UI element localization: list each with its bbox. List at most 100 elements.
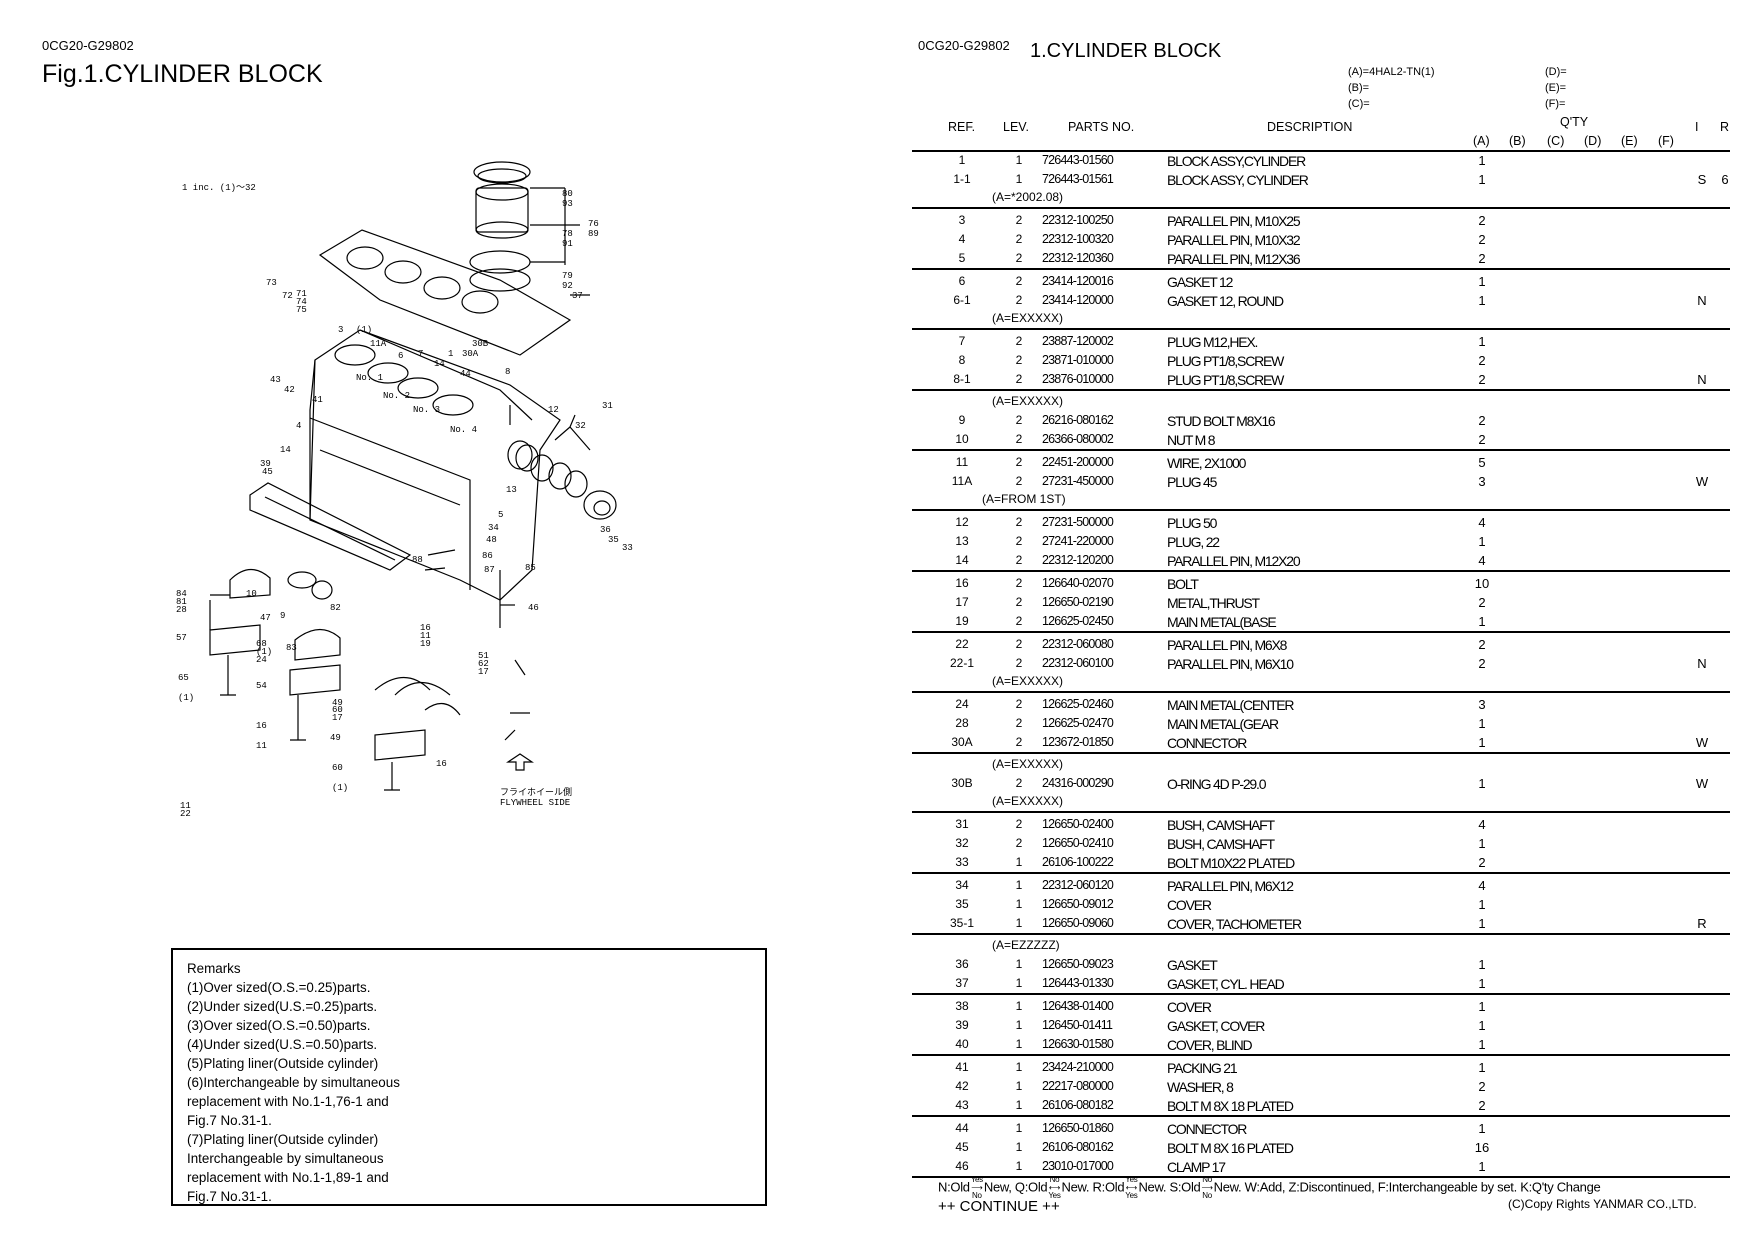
part-number: 23414-120000	[1042, 293, 1114, 307]
level: 1	[1015, 153, 1023, 167]
qty-col-header: (F)	[1658, 134, 1674, 148]
ref-number: 5	[958, 251, 966, 265]
interchange-code: W	[1695, 474, 1709, 489]
diagram-labels: 1 inc. (1)～32 フライホイール側 FLYWHEEL SIDE	[182, 183, 572, 808]
level: 1	[1015, 1159, 1023, 1173]
copyright: (C)Copy Rights YANMAR CO.,LTD.	[1508, 1197, 1697, 1211]
qty-a: 2	[1478, 1098, 1486, 1113]
callout-label: 32	[575, 421, 586, 431]
description: GASKET	[1167, 957, 1218, 973]
callout-label: 16	[436, 759, 447, 769]
callout-label: 11	[256, 741, 267, 751]
qty-col-header: (B)	[1509, 134, 1526, 148]
ref-number: 31	[955, 817, 969, 831]
part-number: 126650-09060	[1042, 916, 1114, 930]
ref-number: 35-1	[949, 916, 975, 930]
description: BLOCK ASSY,CYLINDER	[1167, 153, 1306, 169]
group-separator	[912, 1176, 1730, 1178]
description: CONNECTOR	[1167, 735, 1247, 751]
callout-label: 42	[284, 385, 295, 395]
qty-a: 1	[1478, 274, 1486, 289]
callout-label: 60	[332, 705, 343, 715]
description: COVER, BLIND	[1167, 1037, 1253, 1053]
description: STUD BOLT M8X16	[1167, 413, 1276, 429]
group-separator	[912, 570, 1730, 572]
callout-label: 78	[562, 229, 573, 239]
callout-label: 82	[330, 603, 341, 613]
callout-label: 6	[398, 351, 403, 361]
ref-number: 4	[958, 232, 966, 246]
callout-label: No. 1	[356, 373, 383, 383]
callout-label: 68	[256, 639, 267, 649]
description: BLOCK ASSY, CYLINDER	[1167, 172, 1309, 188]
callout-label: 43	[270, 375, 281, 385]
diagram-drawing	[209, 161, 617, 791]
part-number: 126443-01330	[1042, 976, 1114, 990]
group-separator	[912, 811, 1730, 813]
header-qty: Q'TY	[1560, 115, 1589, 129]
part-number: 22312-060120	[1042, 878, 1114, 892]
description: CONNECTOR	[1167, 1121, 1247, 1137]
variant-note: (A=EZZZZZ)	[992, 938, 1060, 952]
description: BUSH, CAMSHAFT	[1167, 817, 1275, 833]
part-number: 126625-02450	[1042, 614, 1114, 628]
description: PARALLEL PIN, M6X12	[1167, 878, 1294, 894]
ref-number: 30B	[951, 776, 973, 790]
arrow-yes-yes: Yes⟷Yes	[1125, 1175, 1138, 1200]
callout-label: 39	[260, 459, 271, 469]
callout-label: 13	[506, 485, 517, 495]
variant-b: (B)=	[1348, 82, 1370, 94]
description: MAIN METAL(CENTER	[1167, 697, 1295, 713]
ref-number: 34	[955, 878, 969, 892]
remark-line: (7)Plating liner(Outside cylinder)	[187, 1132, 379, 1147]
qty-a: 1	[1478, 534, 1486, 549]
group-separator	[912, 268, 1730, 270]
callout-label: 33	[622, 543, 633, 553]
variant-f: (F)=	[1545, 98, 1566, 110]
level: 2	[1015, 553, 1023, 567]
part-number: 23414-120016	[1042, 274, 1114, 288]
qty-a: 1	[1478, 897, 1486, 912]
description: PARALLEL PIN, M12X20	[1167, 553, 1301, 569]
variant-d: (D)=	[1545, 66, 1567, 78]
remarks-box: Remarks(1)Over sized(O.S.=0.25)parts.(2)…	[171, 948, 767, 1206]
level: 2	[1015, 534, 1023, 548]
level: 2	[1015, 372, 1023, 386]
description: METAL,THRUST	[1167, 595, 1260, 611]
group-separator	[912, 509, 1730, 511]
qty-a: 1	[1478, 153, 1486, 168]
callout-label: 34	[488, 523, 499, 533]
callout-label: 44	[460, 369, 471, 379]
ref-number: 30A	[951, 735, 973, 749]
callout-label: 19	[420, 639, 431, 649]
arrow-no-yes: No⟷Yes	[1048, 1175, 1061, 1200]
ref-number: 16	[955, 576, 969, 590]
arrow-yes-no: Yes⟶No	[970, 1175, 983, 1200]
part-number: 23010-017000	[1042, 1159, 1114, 1173]
level: 2	[1015, 474, 1023, 488]
qty-a: 2	[1478, 656, 1486, 671]
part-number: 26106-100222	[1042, 855, 1114, 869]
callout-label: 12	[548, 405, 559, 415]
description: PARALLEL PIN, M10X32	[1167, 232, 1301, 248]
part-number: 26216-080162	[1042, 413, 1114, 427]
ref-number: 44	[955, 1121, 969, 1135]
callout-label: 5	[498, 510, 503, 520]
callout-label: 51	[478, 651, 489, 661]
callout-label: (1)	[356, 325, 372, 335]
callout-label: 14	[434, 359, 445, 369]
header-i: I	[1695, 120, 1699, 134]
